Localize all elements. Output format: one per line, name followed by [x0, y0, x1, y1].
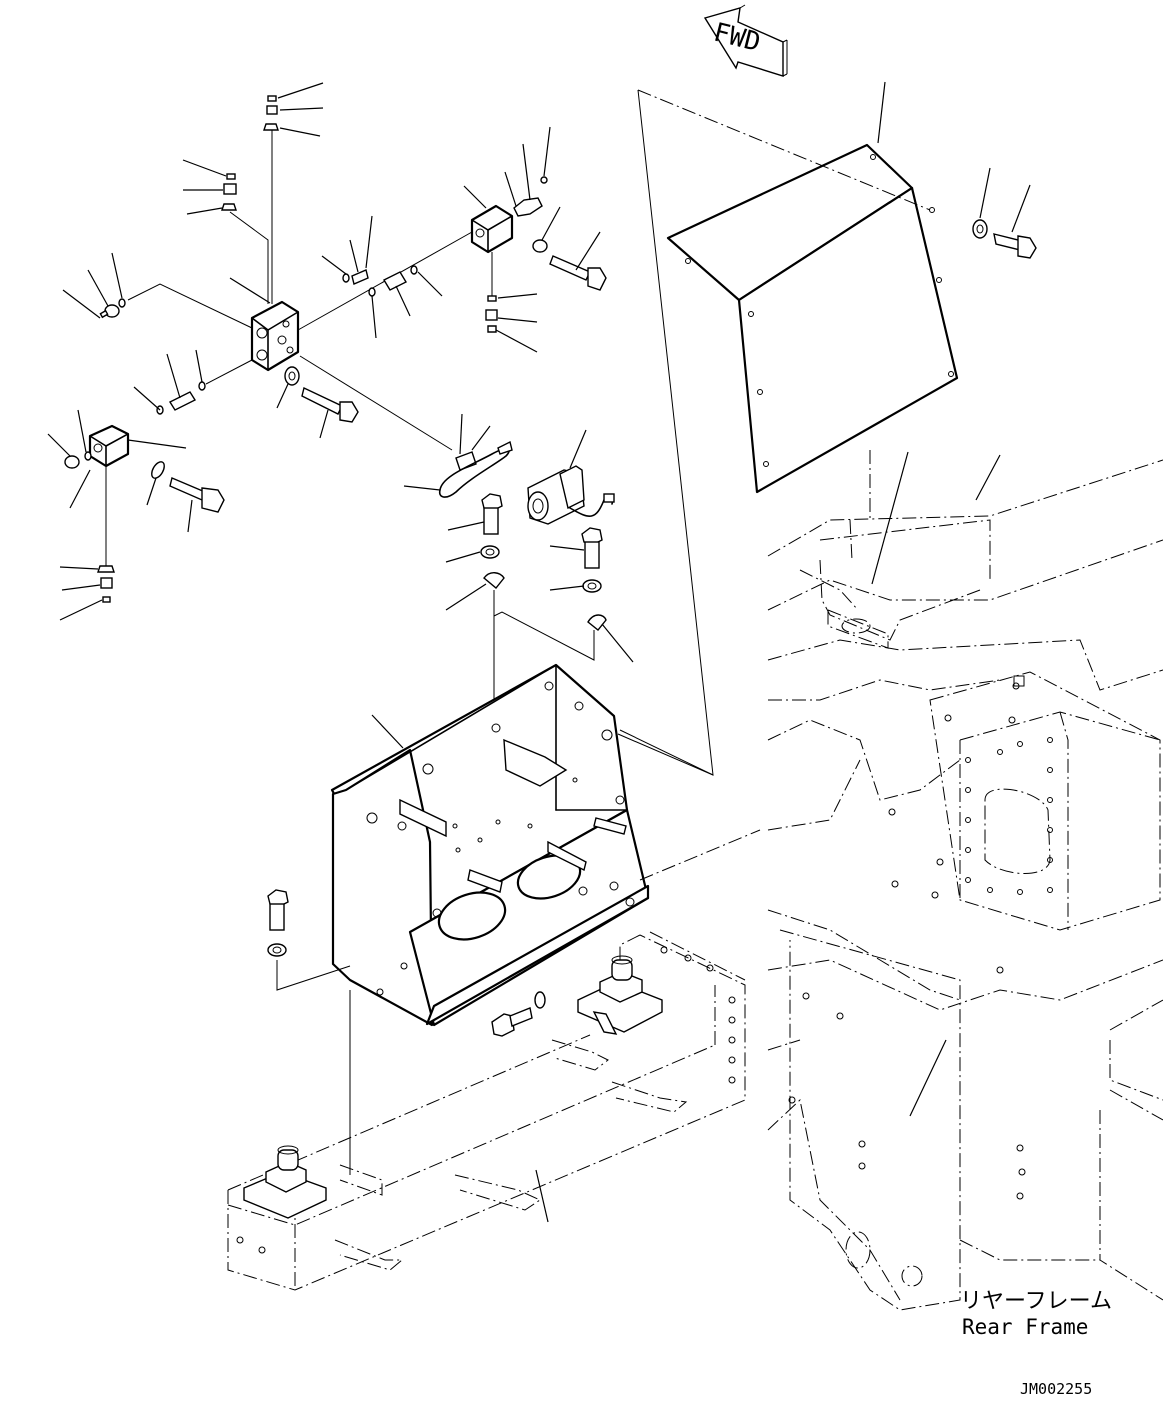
- frame-bolt: [491, 991, 546, 1037]
- center-fittings: [297, 215, 473, 339]
- fwd-arrow-icon: FWD: [703, 4, 788, 77]
- top-fitting: [263, 82, 324, 137]
- mounting-bracket: [330, 663, 714, 1027]
- rear-frame-label-jp: リヤーフレーム: [960, 1289, 1112, 1314]
- cover-bolt: [972, 167, 1037, 259]
- solenoid-valve: [527, 429, 615, 525]
- bracket-bolt-left: [445, 493, 505, 710]
- drawing-number: JM002255: [1020, 1380, 1092, 1398]
- rear-frame-label-en: Rear Frame: [962, 1315, 1088, 1339]
- lower-left-bolt: [169, 477, 225, 533]
- left-upper-fitting: [182, 159, 269, 304]
- cover-plate: [666, 81, 959, 494]
- lower-left-fittings: [133, 349, 253, 415]
- solenoid-harness: [403, 413, 513, 498]
- lower-left-block: [47, 409, 187, 566]
- bracket-lower-bolt: [267, 889, 351, 1175]
- bottom-left-fitting: [59, 565, 115, 621]
- bracket-bolt-right: [493, 527, 634, 663]
- valve-bolt: [276, 366, 359, 439]
- mount-pad-right: [577, 955, 663, 1035]
- mount-pad-left: [243, 1145, 327, 1219]
- rear-frame: [767, 450, 1163, 1311]
- fwd-label: FWD: [711, 18, 764, 58]
- left-side-fittings: [62, 252, 253, 329]
- valve-block: [229, 277, 300, 372]
- upper-right-block: [463, 126, 607, 353]
